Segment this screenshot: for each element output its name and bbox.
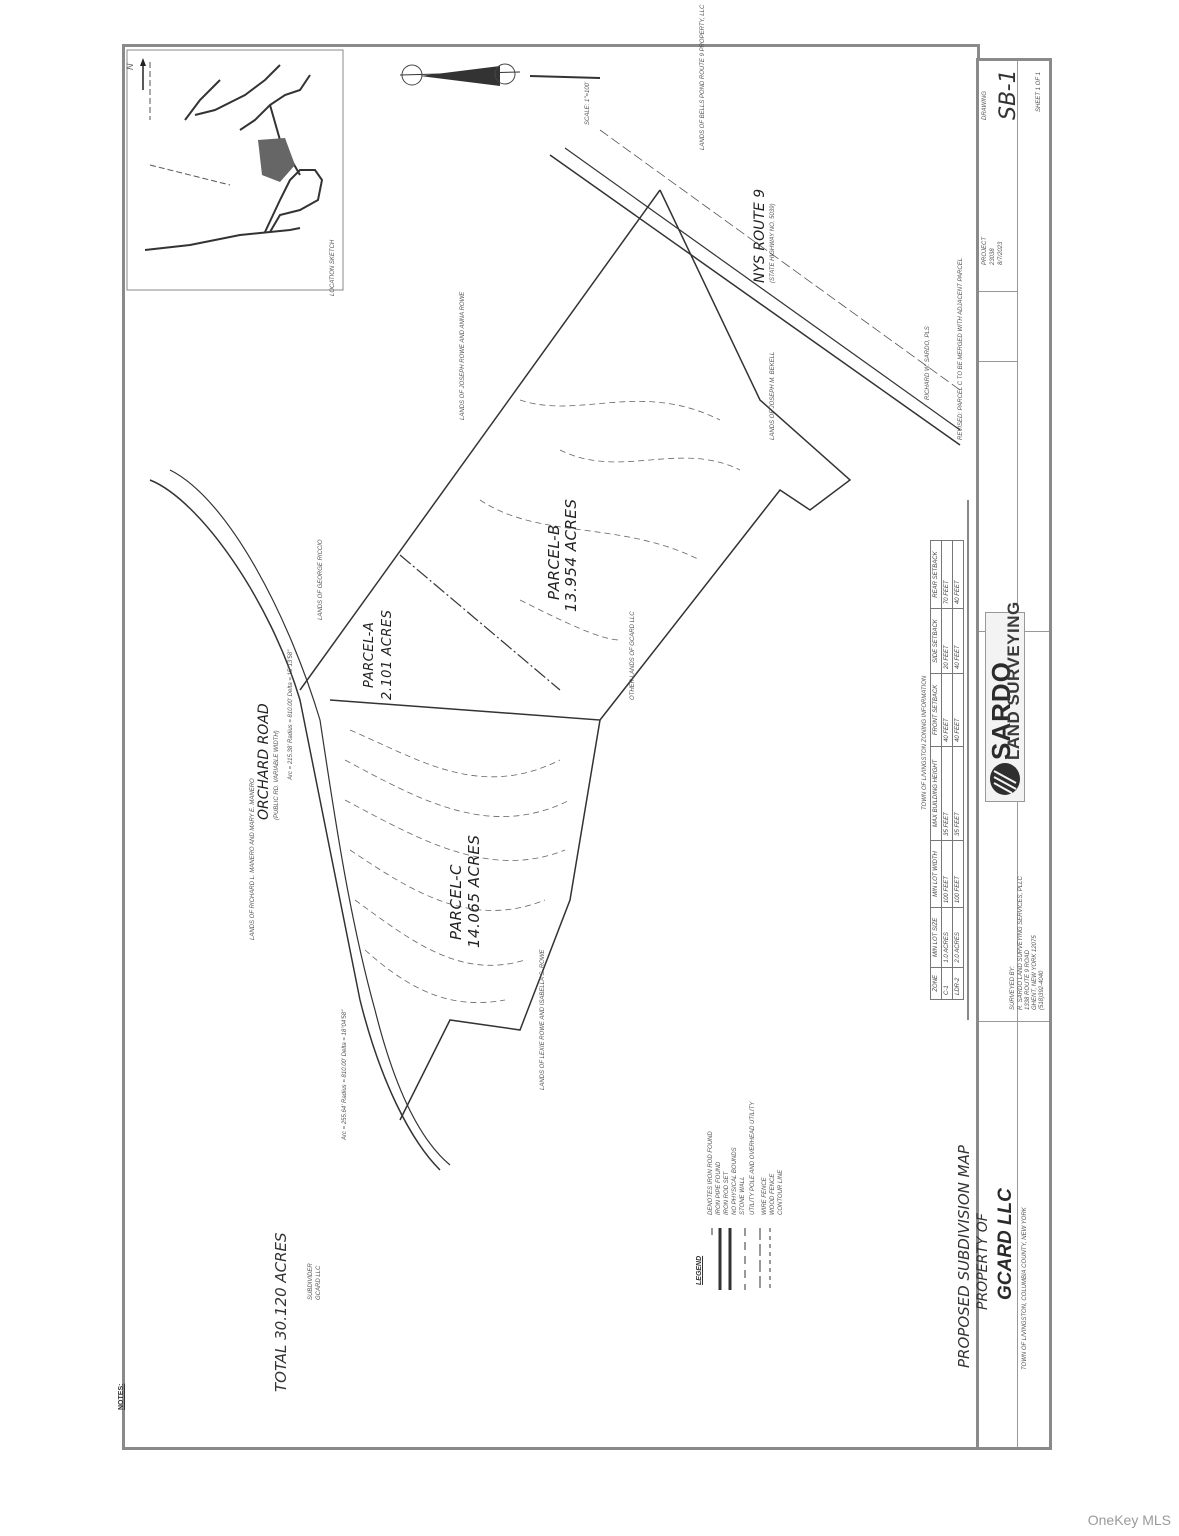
parcel-b-acres: 13.954 ACRES xyxy=(562,498,580,612)
zoning-cell: 35 FEET xyxy=(952,746,964,841)
zoning-cell: LDR-2 xyxy=(952,967,964,1000)
legend-item: DENOTES IRON ROD FOUND xyxy=(708,1131,714,1215)
legend-item: CONTOUR LINE xyxy=(778,1169,784,1215)
route-9-sublabel: (STATE HIGHWAY NO. 5039) xyxy=(770,203,776,283)
property-of-label: PROPERTY OF xyxy=(975,1213,991,1310)
legend-item: STONE WALL xyxy=(740,1176,746,1215)
curve-label-2: Arc = 255.64' Radius = 810.00' Delta = 1… xyxy=(342,1009,348,1140)
adjoiner-gcard: OTHER LANDS OF GCARD LLC xyxy=(630,611,636,700)
curve-label-1: Arc = 215.38' Radius = 810.00' Delta = 1… xyxy=(288,649,294,780)
surveyor-address-1: 1338 ROUTE 9 ROAD xyxy=(1025,949,1031,1010)
sheet-of: SHEET 1 OF 1 xyxy=(1036,72,1042,112)
scale-label: SCALE: 1"=100' xyxy=(585,81,591,125)
total-acres: TOTAL 30.120 ACRES xyxy=(272,1232,290,1392)
north-label: N xyxy=(125,63,135,71)
sardo-logo-icon xyxy=(990,763,1020,795)
zoning-cell: C-1 xyxy=(941,967,953,1000)
zoning-header: MIN LOT SIZE xyxy=(930,907,942,968)
orchard-road-label: ORCHARD ROAD xyxy=(256,703,272,820)
legend-title: LEGEND xyxy=(696,1255,703,1285)
adjoiner-riccio: LANDS OF GEORGE RICCIO xyxy=(318,539,324,620)
drawing-label: DRAWING xyxy=(982,91,988,120)
adjoiner-manero: LANDS OF RICHARD L. MANERO AND MARY E. M… xyxy=(250,778,256,940)
subdivider-name: GCARD LLC xyxy=(316,1265,322,1300)
watermark: OneKey MLS xyxy=(1087,1512,1171,1528)
zoning-cell: 40 FEET xyxy=(952,608,964,674)
document-location: TOWN OF LIVINGSTON, COLUMBIA COUNTY, NEW… xyxy=(1022,1207,1028,1370)
zoning-title: TOWN OF LIVINGSTON ZONING INFORMATION xyxy=(922,675,928,810)
zoning-cell: 100 FEET xyxy=(952,840,964,908)
location-sketch-box xyxy=(126,49,344,291)
orchard-road-sublabel: (PUBLIC RD. VARIABLE WIDTH) xyxy=(274,730,280,820)
notes-title: NOTES: xyxy=(118,1383,125,1410)
zoning-cell: 40 FEET xyxy=(952,673,964,747)
adjoiner-bekell: LANDS OF JOSEPH M. BEKELL xyxy=(770,351,776,440)
zoning-cell: 20 FEET xyxy=(941,608,953,674)
surveyor-signer: RICHARD W. SARDO, PLS xyxy=(925,326,931,400)
adjoiner-rowe: LANDS OF JOSEPH ROWE AND ANNA ROWE xyxy=(460,291,466,420)
legend-item: WIRE FENCE xyxy=(762,1177,768,1215)
legend-item: WOOD FENCE xyxy=(770,1173,776,1215)
project-label: PROJECT xyxy=(982,236,988,265)
zoning-header: FRONT SETBACK xyxy=(930,673,942,747)
zoning-header-row: ZONE MIN LOT SIZE MIN LOT WIDTH MAX BUIL… xyxy=(930,540,942,1000)
parcel-a-name: PARCEL-A xyxy=(362,621,377,688)
surveyor-address-2: GHENT, NEW YORK 12075 xyxy=(1032,935,1038,1010)
zoning-cell: 40 FEET xyxy=(941,673,953,747)
zoning-header: MAX BUILDING HEIGHT xyxy=(930,746,942,841)
zoning-table: ZONE MIN LOT SIZE MIN LOT WIDTH MAX BUIL… xyxy=(930,540,964,1000)
document-title: PROPOSED SUBDIVISION MAP xyxy=(955,1145,973,1368)
route-9-label: NYS ROUTE 9 xyxy=(752,188,768,283)
subdivider-label: SUBDIVIDER xyxy=(308,1263,314,1300)
legend-item: IRON PIPE FOUND xyxy=(716,1161,722,1215)
zoning-row: LDR-2 2.0 ACRES 100 FEET 35 FEET 40 FEET… xyxy=(952,540,964,1000)
legend-item: NO PHYSICAL BOUNDS xyxy=(732,1147,738,1215)
legend-item: IRON ROD SET xyxy=(724,1171,730,1215)
parcel-c-name: PARCEL-C xyxy=(447,863,465,940)
surveyed-by-label: SURVEYED BY: xyxy=(1010,965,1016,1010)
sheet-number: SB-1 xyxy=(996,69,1021,120)
location-sketch-label: LOCATION SKETCH xyxy=(330,239,336,296)
surveyor-company: R. SARDO LAND SURVEYING SERVICES, PLLC xyxy=(1018,876,1024,1010)
zoning-cell: 2.0 ACRES xyxy=(952,907,964,968)
logo-line-2: LAND SURVEYING xyxy=(1004,601,1023,760)
zoning-cell: 35 FEET xyxy=(941,746,953,841)
parcel-c-acres: 14.065 ACRES xyxy=(465,834,483,948)
zoning-cell: 40 FEET xyxy=(952,540,964,609)
zoning-cell: 70 FEET xyxy=(941,540,953,609)
date-value: 8/7/2023 xyxy=(998,241,1004,265)
parcel-b-name: PARCEL-B xyxy=(545,524,563,600)
company-logo xyxy=(985,612,1025,802)
zoning-cell: 100 FEET xyxy=(941,840,953,908)
zoning-header: SIDE SETBACK xyxy=(930,608,942,674)
project-value: 23038 xyxy=(990,248,996,265)
parcel-a-acres: 2.101 ACRES xyxy=(380,609,395,700)
zoning-row: C-1 1.0 ACRES 100 FEET 35 FEET 40 FEET 2… xyxy=(941,540,953,1000)
zoning-header: ZONE xyxy=(930,967,942,1000)
legend-item: UTILITY POLE AND OVERHEAD UTILITY xyxy=(750,1101,756,1215)
site-highlight xyxy=(258,138,295,182)
north-arrow-ornament xyxy=(420,66,500,86)
adjoiner-bells-pond: LANDS OF BELLS POND ROUTE 9 PROPERTY, LL… xyxy=(700,4,706,150)
owner-name: GCARD LLC xyxy=(995,1188,1016,1300)
revision-note: REVISED: PARCEL C TO BE MERGED WITH ADJA… xyxy=(958,257,964,440)
adjoiner-lexie-rowe: LANDS OF LEXIE ROWE AND ISABELLA S. ROWE xyxy=(540,949,546,1090)
zoning-header: MIN LOT WIDTH xyxy=(930,840,942,908)
zoning-header: REAR SETBACK xyxy=(930,540,942,609)
zoning-cell: 1.0 ACRES xyxy=(941,907,953,968)
surveyor-phone: (518)392-4040 xyxy=(1039,970,1045,1010)
